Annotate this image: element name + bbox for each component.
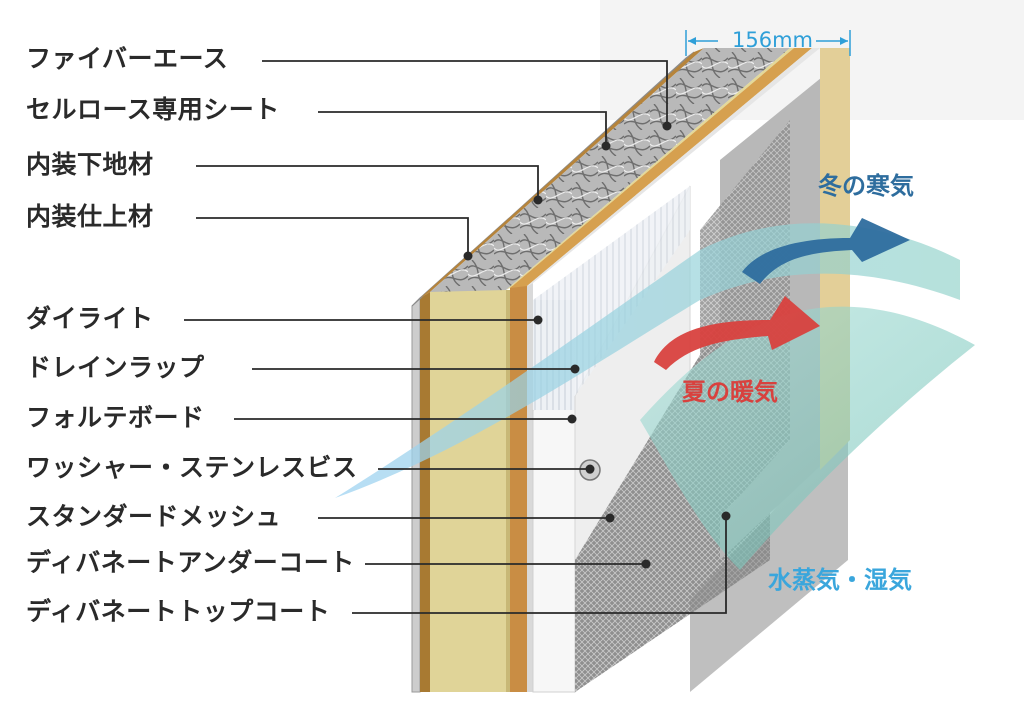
- label-interior-finish: 内装仕上材: [26, 202, 154, 231]
- leader-lines: [184, 60, 727, 614]
- label-dailite: ダイライト: [26, 304, 154, 333]
- drain-wrap-face: [527, 283, 533, 692]
- label-washer-screw: ワッシャー・ステンレスビス: [26, 453, 358, 482]
- interior-finish-face: [411, 296, 421, 693]
- winter-arrow-icon: [742, 218, 910, 284]
- vapor-curtain-right: [640, 306, 975, 570]
- dot-drain-wrap: [570, 364, 580, 374]
- cellulose-sheet-face: [506, 290, 510, 692]
- label-drain-wrap: ドレインラップ: [26, 353, 205, 382]
- fiber-ace-top: [430, 48, 790, 292]
- topcoat-side: [690, 430, 848, 692]
- label-interior-base: 内装下地材: [26, 150, 154, 179]
- leader-cellulose-sheet: [318, 111, 607, 146]
- interior-board-face: [420, 292, 430, 692]
- winter-air-label: 冬の寒気: [818, 172, 914, 200]
- dot-standard-mesh: [605, 513, 615, 523]
- dot-washer-screw: [585, 464, 595, 474]
- dailite-top: [510, 48, 812, 288]
- dot-interior-finish: [463, 251, 473, 261]
- label-forte-board: フォルテボード: [26, 403, 205, 432]
- leader-interior-finish: [196, 217, 469, 256]
- dot-under-coat: [641, 559, 651, 569]
- label-top-coat: ディバネートトップコート: [26, 597, 331, 626]
- label-cellulose-sheet: セルロース専用シート: [26, 95, 280, 124]
- label-under-coat: ディバネートアンダーコート: [26, 548, 355, 577]
- summer-arrow-icon: [654, 296, 820, 370]
- dot-dailite: [533, 315, 543, 325]
- dot-cellulose-sheet: [601, 141, 611, 151]
- dimension-arrowhead-left: [688, 37, 696, 45]
- interior-board-top: [420, 48, 704, 298]
- drain-wrap-top: [527, 48, 820, 286]
- dot-interior-base: [533, 195, 543, 205]
- dot-top-coat: [721, 511, 731, 521]
- leader-fiber-ace: [262, 60, 668, 126]
- forte-board-face: [532, 395, 576, 693]
- dimension-arrowhead-right: [840, 37, 848, 45]
- label-fiber-ace: ファイバーエース: [26, 44, 229, 73]
- dot-forte-board: [567, 414, 577, 424]
- dailite-face: [510, 286, 527, 692]
- leader-dots: [463, 121, 731, 569]
- fiber-ace-face: [430, 290, 510, 692]
- cellulose-sheet-top: [506, 48, 794, 290]
- dot-fiber-ace: [662, 121, 672, 131]
- leader-top-coat: [352, 516, 727, 614]
- vapor-label: 水蒸気・湿気: [768, 566, 912, 594]
- leader-interior-base: [196, 165, 539, 200]
- summer-air-label: 夏の暖気: [682, 378, 778, 406]
- vapor-curtain-left: [335, 223, 960, 498]
- label-standard-mesh: スタンダードメッシュ: [26, 502, 282, 531]
- dimension-label: 156mm: [732, 28, 813, 52]
